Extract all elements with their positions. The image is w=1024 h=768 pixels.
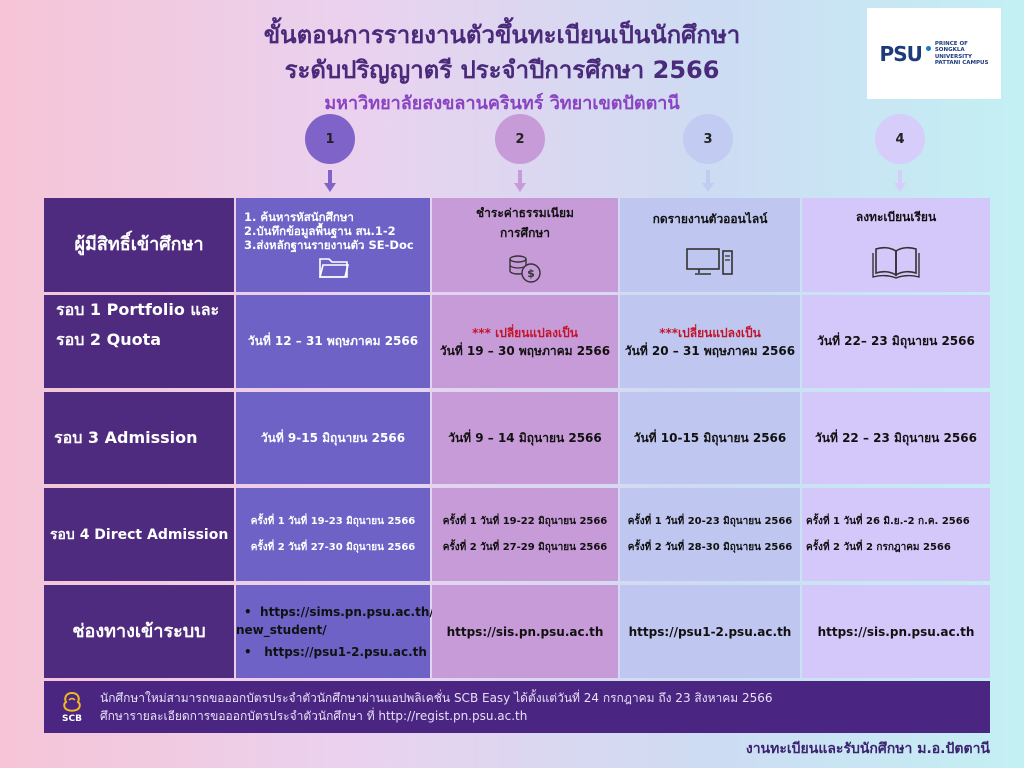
step-1-circle: 1	[305, 114, 355, 164]
link-sims-part2[interactable]: new_student/	[236, 622, 327, 637]
footer-banner: SCB นักศึกษาใหม่สามารถขอออกบัตรประจำตัวน…	[44, 681, 990, 733]
link-psu12-step3[interactable]: https://psu1-2.psu.ac.th	[620, 585, 800, 678]
link-sims[interactable]: • https://sims.pn.psu.ac.th/	[244, 604, 434, 619]
link-psu12-text[interactable]: https://psu1-2.psu.ac.th	[264, 644, 427, 659]
round12-step2-date: วันที่ 19 – 30 พฤษภาคม 2566	[439, 343, 611, 358]
round-2-label: รอบ 2 Quota	[56, 330, 162, 349]
logo-line-3: UNIVERSITY	[934, 53, 972, 60]
folder-icon	[244, 254, 424, 280]
step1-item-1: 1. ค้นหารหัสนักศึกษา	[244, 210, 354, 224]
page-title: ขั้นตอนการรายงานตัวขึ้นทะเบียนเป็นนักศึก…	[263, 21, 741, 49]
change-note: ***เปลี่ยนแปลงเป็น	[659, 325, 761, 340]
svg-text:$: $	[527, 267, 535, 280]
link-sis-step2[interactable]: https://sis.pn.psu.ac.th	[432, 585, 618, 678]
step1-item-3: 3.ส่งหลักฐานรายงานตัว SE-Doc	[244, 238, 414, 252]
computer-icon	[685, 247, 735, 280]
round12-step3: ***เปลี่ยนแปลงเป็น วันที่ 20 – 31 พฤษภาค…	[620, 295, 800, 388]
step1-links: • https://sims.pn.psu.ac.th/ new_student…	[236, 585, 434, 678]
round4-step3: ครั้งที่ 1 วันที่ 20-23 มิถุนายน 2566 คร…	[620, 488, 800, 581]
round3-step3-date: วันที่ 10-15 มิถุนายน 2566	[620, 392, 800, 484]
link-sims-part1[interactable]: https://sims.pn.psu.ac.th/	[260, 604, 434, 619]
book-icon	[871, 245, 921, 282]
round4-step1-time1: ครั้งที่ 1 วันที่ 19-23 มิถุนายน 2566	[250, 515, 416, 527]
step2-line-2: การศึกษา	[500, 225, 550, 240]
link-sis-step4[interactable]: https://sis.pn.psu.ac.th	[802, 585, 990, 678]
round4-step4: ครั้งที่ 1 วันที่ 26 มิ.ย.-2 ก.ค. 2566 ค…	[802, 488, 990, 581]
psu-logo-text: PRINCE OF SONGKLA UNIVERSITY PATTANI CAM…	[935, 41, 989, 67]
psu-logo: PSU PRINCE OF SONGKLA UNIVERSITY PATTANI…	[867, 8, 1001, 99]
step-2-circle: 2	[495, 114, 545, 164]
scb-label: SCB	[62, 713, 82, 724]
round-1-label: รอบ 1 Portfolio และ	[56, 300, 220, 319]
page-title-line2: ระดับปริญญาตรี ประจำปีการศึกษา 2566	[284, 56, 720, 84]
psu-logo-mark: PSU	[879, 41, 923, 66]
logo-line-2: SONGKLA	[934, 47, 965, 53]
campus-subtitle: มหาวิทยาลัยสงขลานครินทร์ วิทยาเขตปัตตานี	[324, 93, 680, 114]
round4-step1: ครั้งที่ 1 วันที่ 19-23 มิถุนายน 2566 คร…	[236, 488, 430, 581]
round4-step2-time2: ครั้งที่ 2 วันที่ 27-29 มิถุนายน 2566	[442, 541, 608, 553]
eligible-label: ผู้มีสิทธิ์เข้าศึกษา	[44, 198, 234, 292]
step2-description: ชำระค่าธรรมเนียม การศึกษา $	[432, 198, 618, 292]
step-4-circle: 4	[875, 114, 925, 164]
round12-step1-date: วันที่ 12 – 31 พฤษภาคม 2566	[236, 295, 430, 388]
round-3-label: รอบ 3 Admission	[44, 392, 234, 484]
round-4-label: รอบ 4 Direct Admission	[44, 488, 234, 581]
arrow-down-icon	[894, 170, 906, 194]
arrow-down-icon	[702, 170, 714, 194]
round-1-2-label: รอบ 1 Portfolio และ รอบ 2 Quota	[44, 295, 234, 388]
footer-line-1: นักศึกษาใหม่สามารถขอออกบัตรประจำตัวนักศึ…	[100, 691, 773, 705]
round4-step2: ครั้งที่ 1 วันที่ 19-22 มิถุนายน 2566 คร…	[432, 488, 618, 581]
scb-logo: SCB	[44, 681, 100, 733]
step3-title: กดรายงานตัวออนไลน์	[652, 212, 768, 226]
round4-step4-time1: ครั้งที่ 1 วันที่ 26 มิ.ย.-2 ก.ค. 2566	[806, 515, 970, 527]
scb-icon	[63, 691, 81, 712]
logo-line-4: PATTANI CAMPUS	[934, 60, 989, 66]
step4-description: ลงทะเบียนเรียน	[802, 198, 990, 292]
round12-step2: *** เปลี่ยนแปลงเป็น วันที่ 19 – 30 พฤษภา…	[432, 295, 618, 388]
footer-text: นักศึกษาใหม่สามารถขอออกบัตรประจำตัวนักศึ…	[100, 689, 773, 725]
round3-step1-date: วันที่ 9-15 มิถุนายน 2566	[236, 392, 430, 484]
round4-step3-time2: ครั้งที่ 2 วันที่ 28-30 มิถุนายน 2566	[627, 541, 793, 553]
round4-step3-time1: ครั้งที่ 1 วันที่ 20-23 มิถุนายน 2566	[627, 515, 793, 527]
logo-line-1: PRINCE OF	[934, 40, 968, 47]
step1-description: 1. ค้นหารหัสนักศึกษา 2.บันทึกข้อมูลพื้นฐ…	[236, 198, 430, 292]
step2-line-1: ชำระค่าธรรมเนียม	[476, 205, 574, 220]
arrow-down-icon	[324, 170, 336, 194]
round3-step2-date: วันที่ 9 – 14 มิถุนายน 2566	[432, 392, 618, 484]
footer-line-2: ศึกษารายละเอียดการขอออกบัตรประจำตัวนักศึ…	[100, 709, 528, 723]
step4-title: ลงทะเบียนเรียน	[855, 210, 937, 224]
logo-dot-icon	[925, 46, 931, 51]
round12-step4-date: วันที่ 22– 23 มิถุนายน 2566	[802, 295, 990, 388]
office-credit: งานทะเบียนและรับนักศึกษา ม.อ.ปัตตานี	[745, 741, 990, 757]
round4-step2-time1: ครั้งที่ 1 วันที่ 19-22 มิถุนายน 2566	[442, 515, 608, 527]
step-3-circle: 3	[683, 114, 733, 164]
round4-step4-time2: ครั้งที่ 2 วันที่ 2 กรกฎาคม 2566	[806, 541, 951, 553]
arrow-down-icon	[514, 170, 526, 194]
round3-step4-date: วันที่ 22 – 23 มิถุนายน 2566	[802, 392, 990, 484]
round12-step3-date: วันที่ 20 – 31 พฤษภาคม 2566	[624, 343, 796, 358]
step3-description: กดรายงานตัวออนไลน์	[620, 198, 800, 292]
link-psu12[interactable]: • https://psu1-2.psu.ac.th	[244, 644, 427, 659]
access-channel-label: ช่องทางเข้าระบบ	[44, 585, 234, 678]
step1-item-2: 2.บันทึกข้อมูลพื้นฐาน สน.1-2	[244, 224, 396, 238]
change-note: *** เปลี่ยนแปลงเป็น	[472, 325, 578, 340]
round4-step1-time2: ครั้งที่ 2 วันที่ 27-30 มิถุนายน 2566	[250, 541, 416, 553]
coins-icon: $	[507, 251, 543, 288]
